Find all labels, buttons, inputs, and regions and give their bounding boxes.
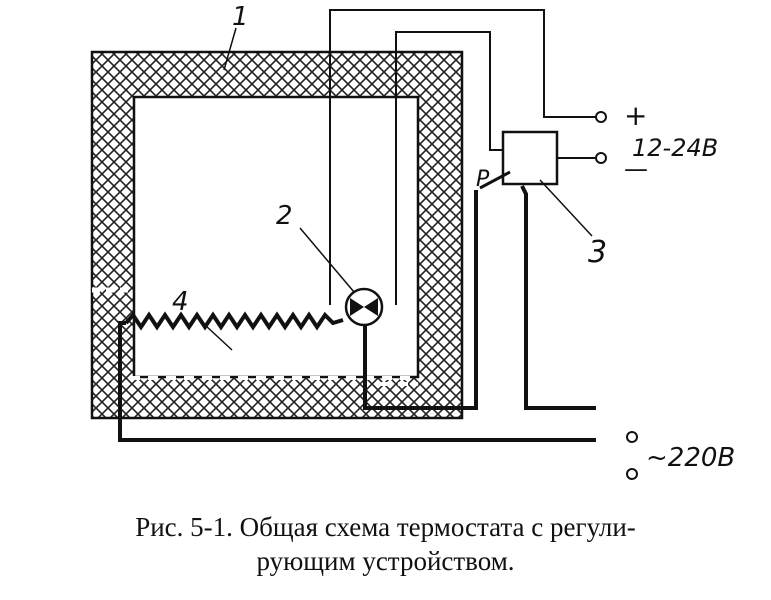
heater-leader-line [204, 324, 233, 351]
terminal-mains-bottom [626, 468, 638, 480]
chamber-insulation [90, 50, 464, 420]
relay-box [501, 130, 559, 186]
thermostat-diagram: 1 2 3 4 P + — 12-24В ~220В [90, 2, 735, 480]
chamber-leader-line [223, 27, 237, 71]
wire-power-contact [363, 190, 478, 410]
label-low-voltage: 12-24В [632, 134, 718, 162]
label-mains: ~220В [646, 443, 735, 473]
caption-line-1: Рис. 5-1. Общая схема термостата с регул… [135, 512, 636, 542]
terminal-minus [595, 152, 607, 164]
terminal-plus [595, 111, 607, 123]
wire-plus [329, 9, 596, 305]
wire-heater-left [118, 321, 596, 442]
sensor-valve-symbol [350, 298, 378, 316]
label-chamber: 1 [232, 2, 249, 32]
relay-contact-arm [479, 170, 511, 190]
label-relay: 3 [588, 235, 607, 270]
label-minus: — [624, 155, 648, 183]
label-heater: 4 [172, 287, 189, 317]
terminal-mains-top [626, 431, 638, 443]
heater-coil [124, 311, 344, 331]
label-sensor: 2 [276, 201, 293, 231]
sensor-leader-line [299, 227, 355, 293]
wire-sensor-return [395, 31, 505, 305]
relay-leader-line [539, 179, 593, 237]
label-plus: + [624, 99, 647, 132]
wire-power-right [520, 185, 596, 410]
label-contact: P [476, 167, 490, 192]
caption-line-2: рующим устройством. [256, 546, 515, 576]
figure-caption: Рис. 5-1. Общая схема термостата с регул… [0, 510, 771, 578]
